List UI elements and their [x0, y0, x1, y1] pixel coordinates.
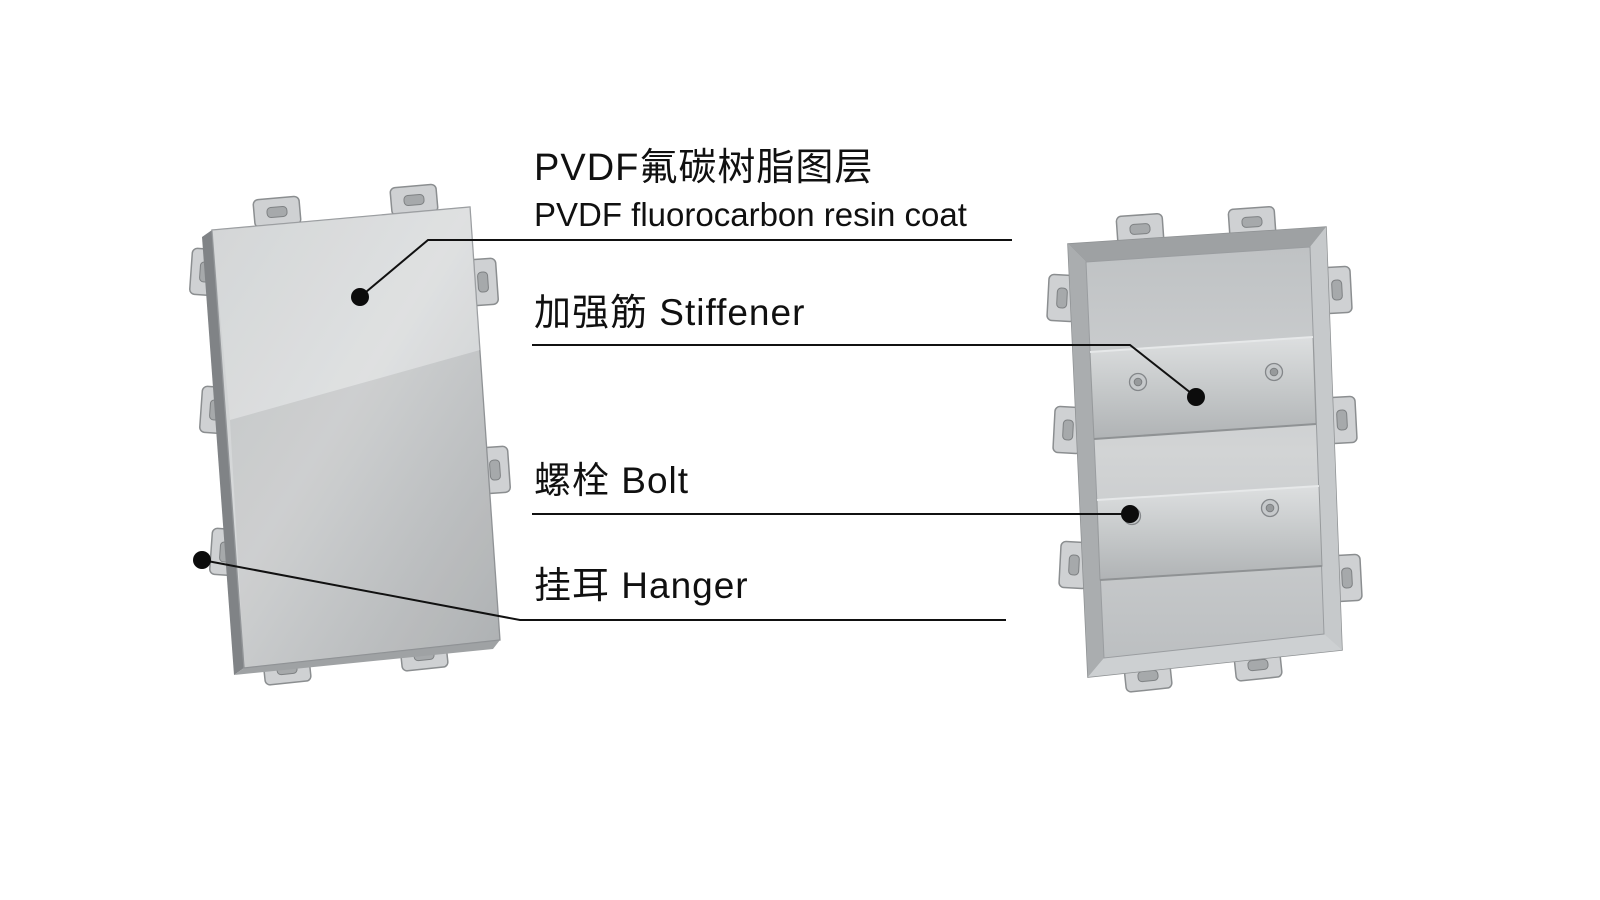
- label-stiffener: 加强筋 Stiffener: [534, 292, 806, 333]
- back-panel-top-wall: [1068, 227, 1326, 262]
- leader-line-stiffener: [532, 344, 1197, 398]
- leader-dot-bolt: [1121, 505, 1139, 523]
- label-pvdf-coating-cn: PVDF氟碳树脂图层: [534, 147, 874, 189]
- front-panel-shade: [230, 350, 500, 668]
- front-panel-sheen: [212, 207, 480, 420]
- front-panel-left-edge: [202, 230, 244, 675]
- leader-line-coating: [359, 239, 1012, 298]
- bolt-fastener: [1260, 498, 1280, 518]
- back-panel-bottom-wall: [1088, 634, 1342, 677]
- label-hanger: 挂耳 Hanger: [534, 565, 749, 606]
- stiffener-channel-lower: [1096, 485, 1323, 581]
- leader-dots: [193, 288, 1205, 569]
- stiffener-highlight: [1096, 485, 1320, 501]
- front-panel-bottom-edge: [234, 640, 500, 675]
- leader-lines: [201, 239, 1197, 621]
- stiffener-channel-upper: [1089, 336, 1317, 440]
- stiffener-shadow: [1093, 423, 1317, 440]
- stiffener-shadow: [1099, 565, 1323, 581]
- bolt-fastener: [1264, 362, 1284, 382]
- stiffener-body: [1089, 336, 1317, 440]
- leader-dot-stiffener: [1187, 388, 1205, 406]
- front-panel-illustration: [188, 183, 512, 687]
- leader-line-hanger: [201, 559, 1006, 621]
- back-panel-left-wall: [1068, 244, 1104, 677]
- leader-dot-coating: [351, 288, 369, 306]
- stiffener-body: [1096, 485, 1323, 581]
- leader-dot-hanger: [193, 551, 211, 569]
- back-panel-illustration: [1046, 205, 1363, 694]
- label-pvdf-coating-en: PVDF fluorocarbon resin coat: [534, 196, 967, 233]
- back-panel-tray: [1085, 246, 1325, 659]
- back-panel-right-wall: [1310, 227, 1342, 650]
- stiffener-highlight: [1089, 336, 1314, 353]
- label-bolt: 螺栓 Bolt: [534, 460, 690, 501]
- bolt-fastener: [1128, 372, 1148, 392]
- front-panel-face: [211, 206, 501, 669]
